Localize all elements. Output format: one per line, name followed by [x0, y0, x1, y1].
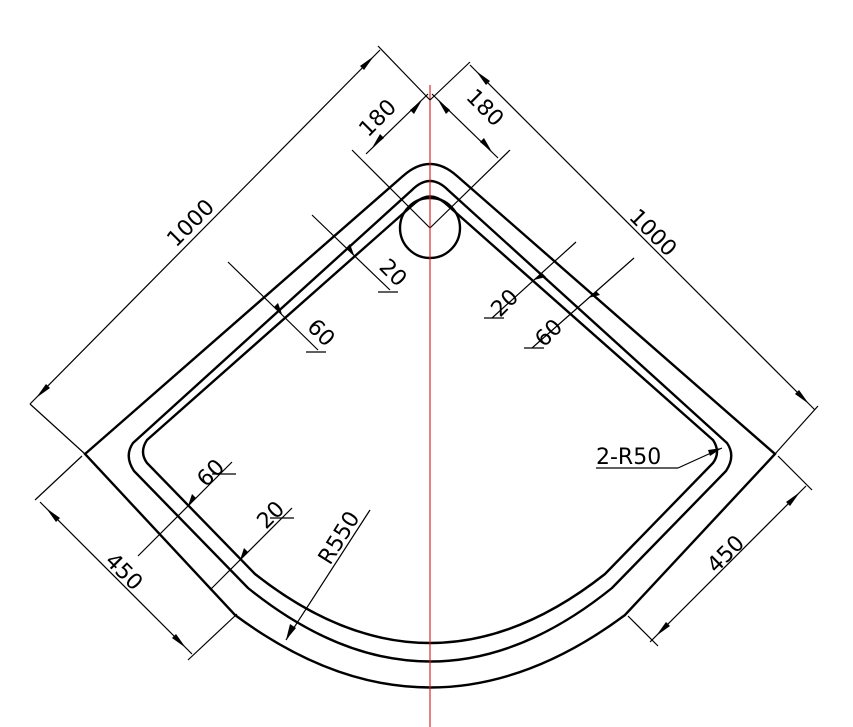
- dim-right-1000-text: 1000: [624, 205, 681, 262]
- dim-right-rim-20: 20: [484, 241, 577, 322]
- dim-drain-right-180-text: 180: [461, 85, 508, 132]
- dim-drain-left-180: 180: [355, 93, 429, 155]
- dim-drain-left-180-text: 180: [355, 95, 402, 142]
- dim-bottom-left-450-text: 450: [100, 549, 147, 596]
- dim-bottom-right-450: 450: [627, 455, 813, 647]
- dim-bottom-left-20-text: 20: [253, 497, 290, 534]
- tray-rim-outline: [127, 179, 733, 663]
- dim-radius-r550-text: R550: [314, 507, 366, 569]
- dim-corner-r50: 2-R50: [596, 445, 723, 470]
- drain-leader-right: [429, 149, 511, 229]
- dim-bottom-left-20: 20: [209, 497, 294, 591]
- dim-right-rim-60: 60: [524, 257, 635, 352]
- dim-left-1000-text: 1000: [163, 195, 220, 252]
- drain-leader-left: [351, 149, 431, 229]
- dim-left-1000: 1000: [29, 45, 431, 455]
- dim-bottom-right-450-text: 450: [703, 531, 750, 578]
- dim-corner-r50-text: 2-R50: [596, 445, 661, 470]
- dim-left-rim-60-text: 60: [302, 315, 339, 352]
- dim-bottom-left-60-text: 60: [193, 455, 230, 492]
- dim-drain-right-180: 180: [431, 85, 508, 159]
- dim-left-rim-20-text: 20: [374, 255, 411, 292]
- dim-right-rim-20-text: 20: [487, 285, 524, 322]
